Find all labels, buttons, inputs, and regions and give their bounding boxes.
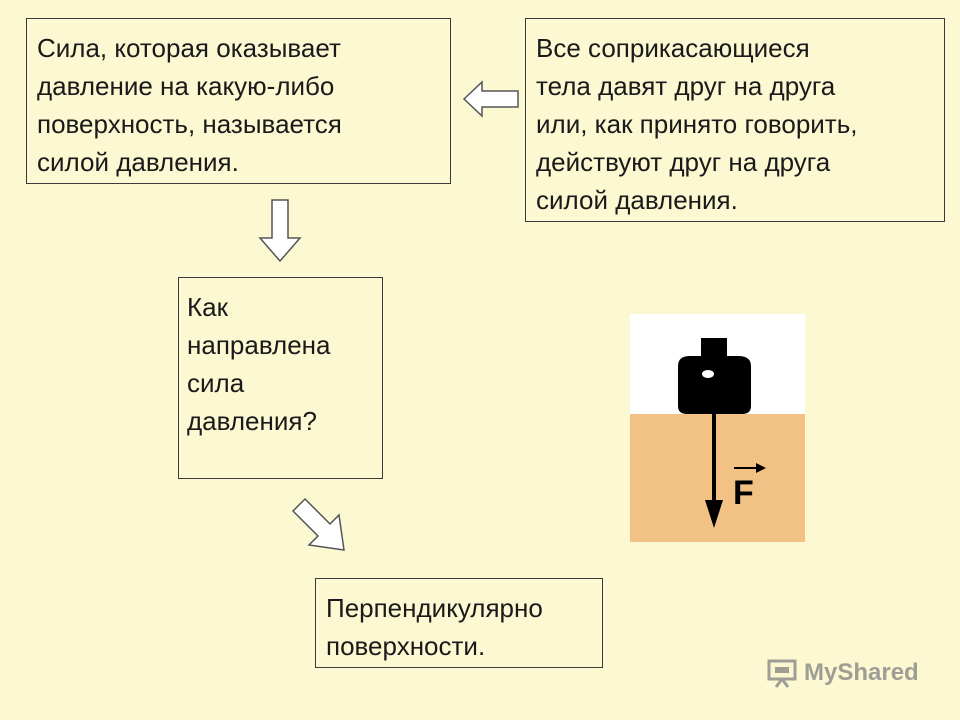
left-arrow-icon xyxy=(462,80,519,118)
vector-arrow-icon xyxy=(734,463,766,473)
answer-box: Перпендикулярно поверхности. xyxy=(315,578,603,668)
force-arrow-icon xyxy=(705,414,723,528)
force-label: F xyxy=(733,474,754,512)
weight-on-surface-figure: F xyxy=(630,314,805,542)
question-box: Как направлена сила давления? xyxy=(178,277,383,479)
definition-box: Сила, которая оказывает давление на каку… xyxy=(26,18,451,184)
presentation-board-icon xyxy=(767,659,797,688)
surface-rect xyxy=(630,414,805,542)
diagonal-arrow-icon xyxy=(291,497,345,551)
watermark-text: MyShared xyxy=(804,659,919,686)
watermark: MyShared xyxy=(766,657,919,689)
down-arrow-icon xyxy=(258,199,302,263)
weight-icon xyxy=(678,338,751,414)
contact-bodies-box: Все соприкасающиеся тела давят друг на д… xyxy=(525,18,945,222)
